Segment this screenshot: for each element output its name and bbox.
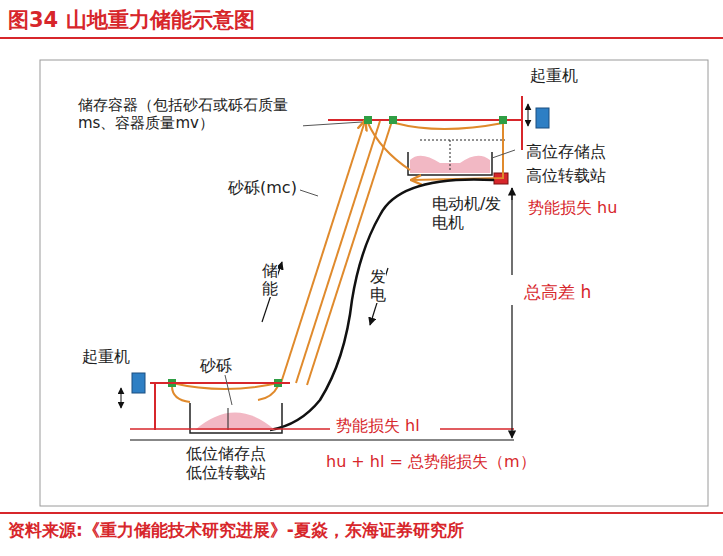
height-label: 总高差 h — [524, 282, 591, 302]
crane-label: 起重机 — [82, 347, 130, 366]
low-gravel — [195, 413, 275, 431]
motor-label: 电动机/发电机 — [432, 194, 504, 232]
bottom-crane-post — [154, 383, 156, 430]
crane-symbol — [536, 108, 549, 128]
generate-label: 发电 — [370, 268, 386, 303]
conveyor-track — [296, 121, 380, 383]
top-crane-post — [521, 96, 523, 150]
loss-formula: hu + hl = 总势能损失（m） — [326, 452, 536, 471]
leader-line — [225, 375, 232, 405]
crane-symbol — [132, 373, 145, 393]
loss-line — [130, 428, 330, 430]
base-line — [130, 439, 514, 440]
level-mark — [450, 140, 451, 170]
conveyor-loop — [395, 123, 503, 180]
loss-label: 势能损失 hu — [528, 198, 617, 217]
frame — [40, 60, 708, 506]
pulley — [168, 116, 507, 387]
container-label: 储存容器（包括砂石或砾石质量ms、容器质量mv） — [78, 96, 303, 132]
figure-title: 图34 山地重力储能示意图 — [8, 8, 255, 33]
leader-line — [300, 122, 362, 126]
storage-label: 低位储存点 低位转载站 — [186, 444, 276, 482]
height-arrow — [511, 188, 512, 275]
high-storage-bin — [408, 152, 492, 175]
level-mark — [420, 140, 505, 141]
store-arrow — [262, 262, 282, 322]
loss-label: 势能损失 hl — [336, 416, 420, 435]
crane-label: 起重机 — [530, 66, 578, 85]
store-label: 储能 — [262, 262, 278, 297]
station-label: 高位转载站 — [526, 166, 606, 185]
bottom-rail — [150, 382, 290, 384]
level-mark — [228, 408, 229, 430]
source-caption: 资料来源:《重力储能技术研究进展》-夏焱，东海证券研究所 — [8, 520, 464, 540]
conveyor-track — [281, 121, 365, 383]
caption-rule — [0, 512, 723, 514]
leader-line — [300, 190, 318, 196]
gravel-label: 砂砾 — [200, 356, 232, 375]
top-rail — [328, 119, 522, 121]
loss-line — [440, 428, 514, 430]
generate-arrow — [370, 268, 388, 325]
crane-arrow — [528, 104, 529, 126]
conveyor-loop — [368, 123, 410, 170]
height-arrow — [511, 188, 512, 200]
leader-line — [492, 150, 515, 158]
conveyor-track — [307, 121, 392, 385]
title-rule — [0, 37, 723, 39]
height-arrow — [511, 305, 512, 438]
crane-arrow — [121, 388, 122, 408]
gravel-label: 砂砾(mc) — [228, 178, 297, 197]
station-label: 高位存储点 — [526, 142, 606, 161]
